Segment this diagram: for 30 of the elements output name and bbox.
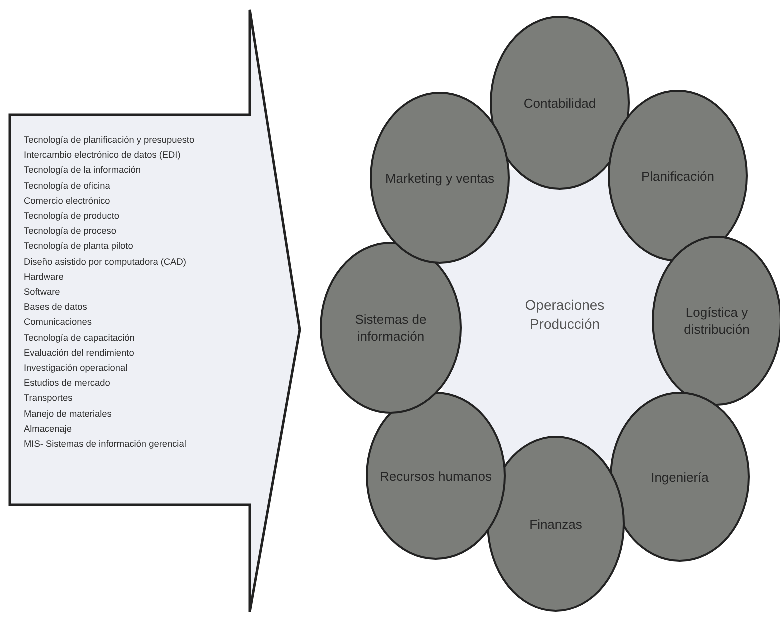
list-item: MIS- Sistemas de información gerencial: [24, 438, 188, 452]
node-label: Contabilidad: [522, 94, 598, 112]
node-label: Ingeniería: [650, 468, 710, 486]
list-item: Intercambio electrónico de datos (EDI): [24, 149, 182, 162]
list-item: Evaluación del rendimiento: [24, 346, 136, 360]
node-label: Recursos humanos: [379, 468, 493, 484]
list-item: Bases de datos: [24, 301, 88, 314]
list-item: Investigación operacional: [24, 362, 129, 376]
list-item: Hardware: [24, 270, 65, 284]
list-item: Diseño asistido por computadora (CAD): [24, 256, 188, 269]
list-item: Comunicaciones: [24, 316, 93, 330]
list-item: Tecnología de planificación y presupuesto: [24, 134, 196, 147]
list-item: Tecnología de proceso: [24, 225, 118, 238]
node-label: Planificación: [640, 168, 716, 184]
list-item: Tecnología de planta piloto: [24, 240, 134, 254]
list-item: Comercio electrónico: [24, 194, 112, 208]
center-label: Operaciones Producción: [524, 296, 606, 334]
list-item: Tecnología de la información: [24, 164, 142, 178]
node-label: Sistemas de información: [354, 311, 428, 345]
list-item: Tecnología de capacitación: [24, 332, 136, 345]
list-item: Transportes: [24, 392, 74, 406]
list-item: Software: [24, 286, 62, 300]
node-label: Finanzas: [528, 516, 584, 532]
node-label: Logística y distribución: [683, 304, 751, 338]
list-item: Manejo de materiales: [24, 408, 113, 421]
node-label: Marketing y ventas: [384, 170, 496, 186]
list-item: Tecnología de oficina: [24, 180, 112, 193]
list-item: Tecnología de producto: [24, 210, 121, 224]
list-item: Estudios de mercado: [24, 377, 112, 390]
list-item: Almacenaje: [24, 422, 74, 436]
